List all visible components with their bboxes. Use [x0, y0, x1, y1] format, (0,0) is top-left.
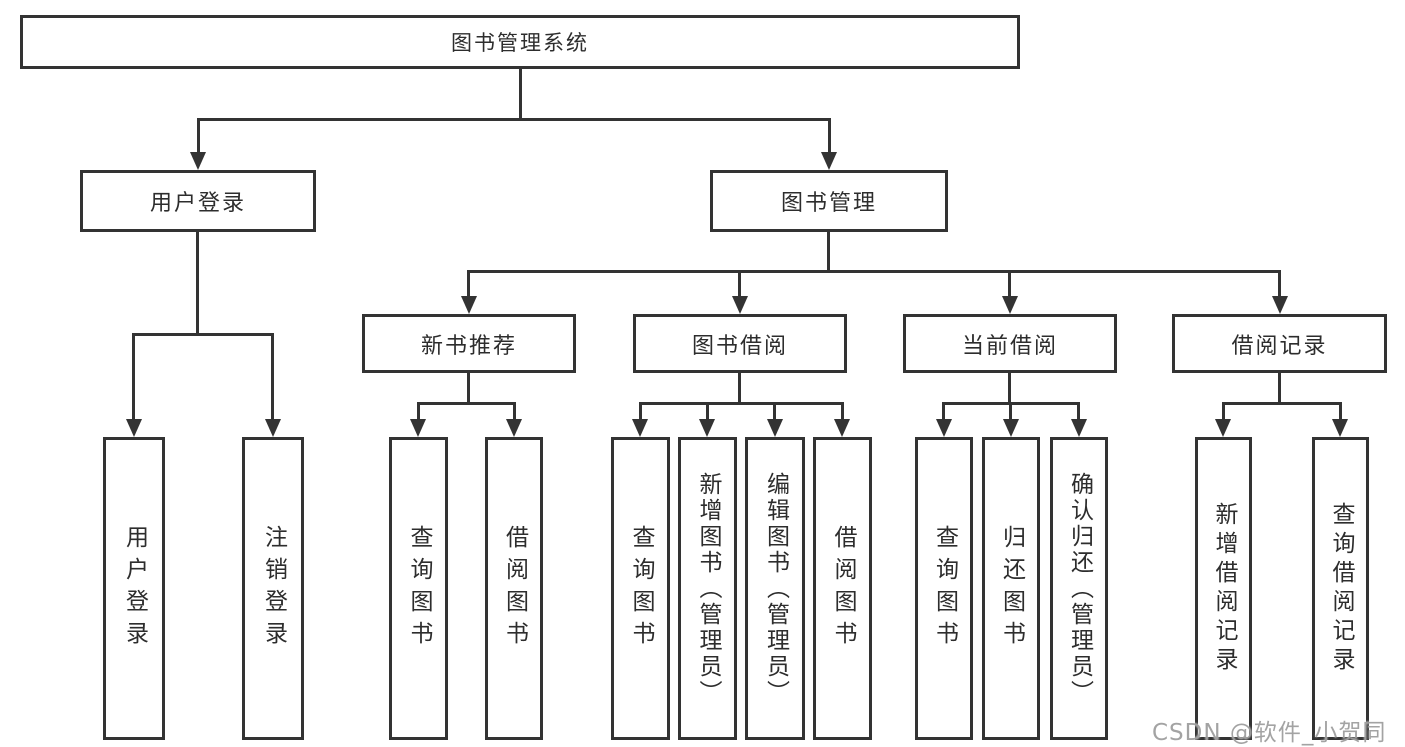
- node-label: 查询图书: [931, 524, 958, 653]
- connector-line: [1278, 270, 1281, 298]
- node-label: 查询图书: [406, 524, 432, 653]
- connector-line: [1008, 373, 1011, 404]
- node-label: 新增图书（管理员）: [695, 471, 721, 706]
- node-label: 用户登录: [149, 191, 246, 216]
- connector-line: [1222, 402, 1340, 405]
- node-label: 新书推荐: [420, 333, 517, 359]
- leaf-user-login: 用户登录: [103, 437, 165, 740]
- connector-line: [1009, 402, 1012, 421]
- connector-line: [196, 232, 199, 336]
- leaf-query-borrow-record: 查询借阅记录: [1312, 437, 1369, 740]
- arrow-down-icon: [410, 419, 426, 437]
- connector-line: [639, 402, 843, 405]
- arrow-down-icon: [461, 296, 477, 314]
- arrow-down-icon: [1071, 419, 1087, 437]
- node-label: 图书管理系统: [451, 31, 589, 55]
- connector-line: [467, 270, 1281, 273]
- connector-line: [133, 333, 274, 336]
- connector-line: [738, 270, 741, 298]
- connector-line: [1222, 402, 1225, 421]
- arrow-down-icon: [732, 296, 748, 314]
- arrow-down-icon: [1272, 296, 1288, 314]
- node-label: 查询借阅记录: [1328, 501, 1354, 676]
- arrow-down-icon: [1332, 419, 1348, 437]
- node-label: 借阅图书: [830, 524, 856, 653]
- connector-line: [1339, 402, 1342, 421]
- connector-line: [738, 373, 741, 404]
- connector-line: [841, 402, 844, 421]
- connector-line: [519, 69, 522, 120]
- connector-line: [1008, 270, 1011, 298]
- connector-line: [132, 333, 135, 419]
- node-book-management: 图书管理: [710, 170, 948, 232]
- arrow-down-icon: [699, 419, 715, 437]
- connector-line: [942, 402, 945, 421]
- arrow-down-icon: [1215, 419, 1231, 437]
- node-label: 图书借阅: [691, 333, 788, 359]
- csdn-watermark: CSDN @软件_小贺同学: [1152, 720, 1387, 746]
- arrow-down-icon: [936, 419, 952, 437]
- leaf-return-books: 归还图书: [982, 437, 1040, 740]
- node-label: 查询图书: [628, 524, 654, 653]
- node-label: 编辑图书（管理员）: [762, 471, 789, 706]
- node-label: 注销登录: [260, 524, 287, 653]
- arrow-down-icon: [834, 419, 850, 437]
- leaf-borrow-books-recommend: 借阅图书: [485, 437, 543, 740]
- connector-line: [1278, 373, 1281, 404]
- arrow-down-icon: [126, 419, 142, 437]
- node-new-book-recommend: 新书推荐: [362, 314, 576, 373]
- node-label: 新增借阅记录: [1211, 501, 1237, 676]
- arrow-down-icon: [1003, 419, 1019, 437]
- arrow-down-icon: [265, 419, 281, 437]
- connector-line: [467, 373, 470, 404]
- arrow-down-icon: [821, 152, 837, 170]
- leaf-query-books-borrow: 查询图书: [611, 437, 670, 740]
- connector-line: [1077, 402, 1080, 421]
- leaf-add-borrow-record: 新增借阅记录: [1195, 437, 1252, 740]
- connector-line: [513, 402, 516, 421]
- node-label: 用户登录: [121, 524, 148, 653]
- node-label: 当前借阅: [961, 333, 1058, 359]
- node-borrow-records: 借阅记录: [1172, 314, 1387, 373]
- arrow-down-icon: [1002, 296, 1018, 314]
- arrow-down-icon: [190, 152, 206, 170]
- connector-line: [706, 402, 709, 421]
- node-label: 借阅图书: [501, 524, 528, 653]
- leaf-logout-login: 注销登录: [242, 437, 304, 740]
- node-label: 确认归还（管理员）: [1066, 471, 1093, 706]
- node-label: 归还图书: [998, 524, 1025, 653]
- connector-line: [639, 402, 642, 421]
- leaf-confirm-return-admin: 确认归还（管理员）: [1050, 437, 1108, 740]
- connector-line: [827, 232, 830, 273]
- connector-line: [828, 118, 831, 154]
- node-current-borrow: 当前借阅: [903, 314, 1117, 373]
- leaf-query-books-current: 查询图书: [915, 437, 973, 740]
- leaf-query-books-recommend: 查询图书: [389, 437, 448, 740]
- node-label: 借阅记录: [1231, 333, 1328, 359]
- leaf-add-books-admin: 新增图书（管理员）: [678, 437, 737, 740]
- connector-line: [417, 402, 516, 405]
- leaf-edit-books-admin: 编辑图书（管理员）: [745, 437, 805, 740]
- connector-line: [467, 270, 470, 298]
- connector-line: [271, 333, 274, 419]
- leaf-borrow-books: 借阅图书: [813, 437, 872, 740]
- arrow-down-icon: [632, 419, 648, 437]
- arrow-down-icon: [506, 419, 522, 437]
- connector-line: [417, 402, 420, 421]
- arrow-down-icon: [767, 419, 783, 437]
- node-label: 图书管理: [780, 191, 877, 216]
- connector-line: [197, 118, 200, 154]
- connector-line: [197, 118, 831, 121]
- node-book-borrow: 图书借阅: [633, 314, 847, 373]
- connector-line: [773, 402, 776, 421]
- node-user-login: 用户登录: [80, 170, 316, 232]
- node-library-management-system: 图书管理系统: [20, 15, 1020, 69]
